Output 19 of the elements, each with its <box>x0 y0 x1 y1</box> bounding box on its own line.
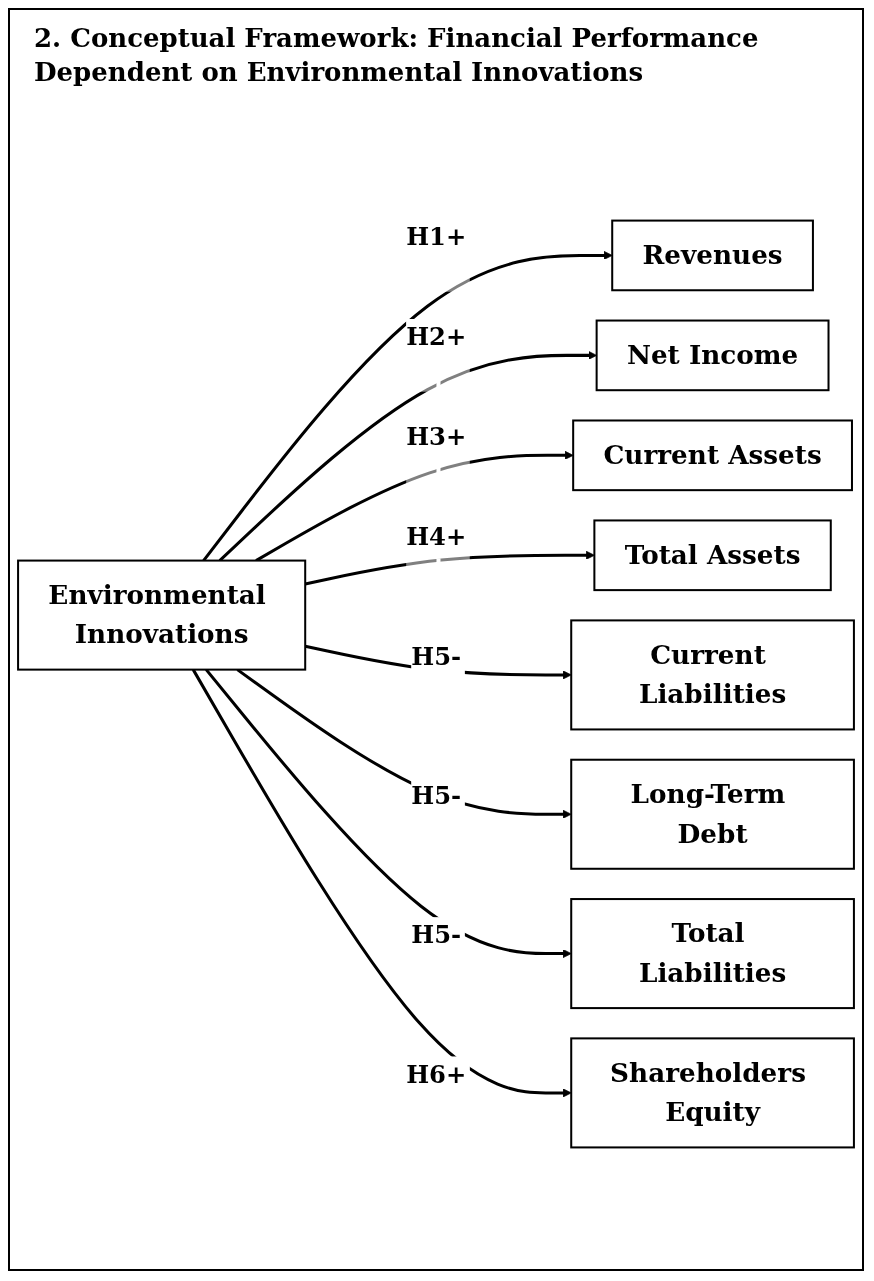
edge-label: H5- <box>411 920 462 950</box>
node-box <box>570 758 855 870</box>
edge-label: H5- <box>411 780 462 811</box>
node-box <box>572 419 853 492</box>
node-box <box>570 898 855 1010</box>
edge-label: H1+ <box>406 222 467 252</box>
node-box <box>611 219 814 292</box>
edge-label: H3+ <box>406 422 467 452</box>
figure-frame: 2. Conceptual Framework: Financial Performance Dependent on Environmental Innovations H1+ H2+ H3+ H4+ H5- H5- H5- H6+ Environmental Innovations Revenues Net Income Current Assets Total Assets Current Liabilities Long-Term Debt Total Liabilities Shareholders Equity <box>8 8 864 1271</box>
figure-title: 2. Conceptual Framework: Financial Performance Dependent on Environmental Innovations <box>34 22 760 89</box>
node-box <box>593 519 832 592</box>
edge-label: H6+ <box>406 1059 467 1089</box>
node-box <box>570 1037 855 1149</box>
edge-label: H5- <box>411 641 462 671</box>
node-box <box>17 559 307 671</box>
node-box <box>570 619 855 731</box>
node-box <box>595 319 830 392</box>
edge-label: H2+ <box>406 322 467 352</box>
edge-label: H4+ <box>406 522 467 552</box>
